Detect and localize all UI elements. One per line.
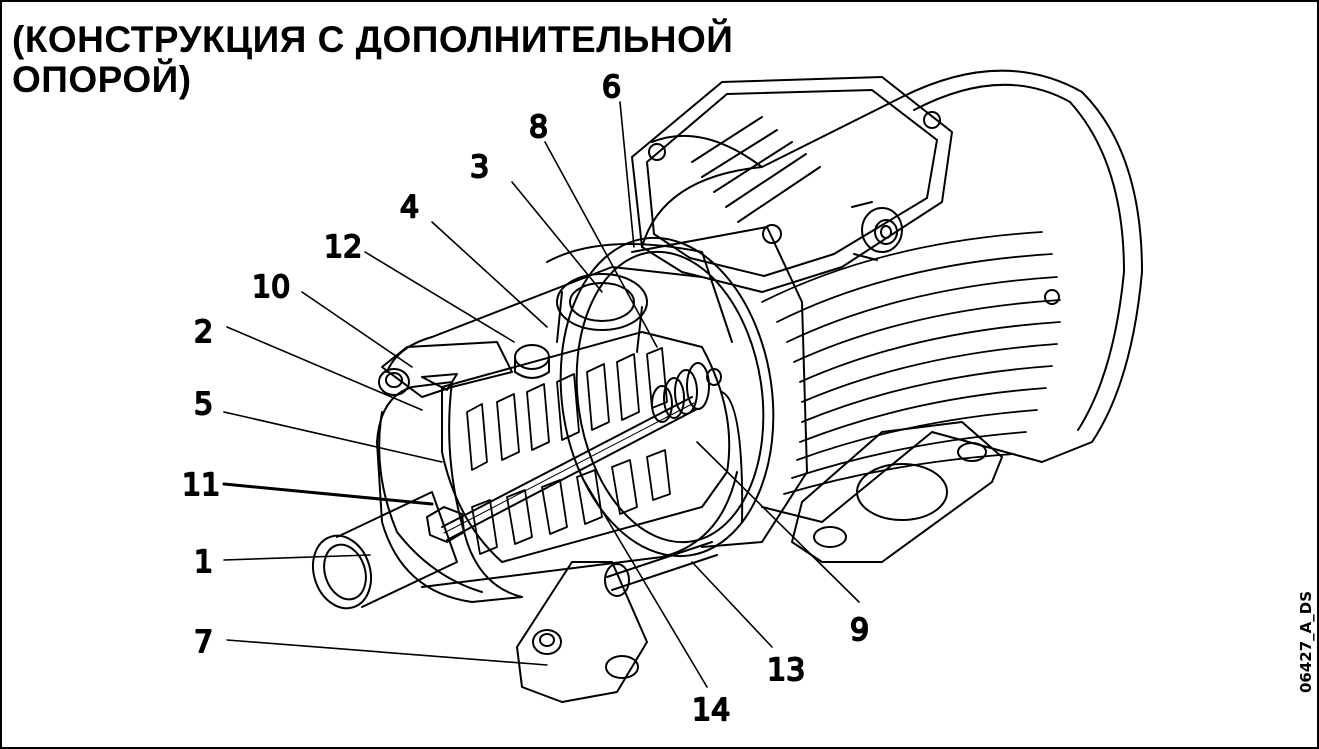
callout-3: 3 <box>470 150 489 185</box>
callout-11: 11 <box>182 468 220 503</box>
lid-screw-icon <box>762 224 782 244</box>
flange-bolt <box>706 368 722 386</box>
motor-foot <box>791 421 1003 563</box>
terminal-box-ribs <box>691 116 821 223</box>
lid-screw-icon <box>648 143 666 161</box>
suction-port <box>312 491 458 610</box>
motor-rear-cowl-inner <box>913 83 1125 431</box>
callout-4: 4 <box>400 190 419 225</box>
pump-housing <box>312 243 738 703</box>
front-cover <box>376 381 523 603</box>
leader-14 <box>581 476 708 688</box>
callout-14: 14 <box>692 693 730 728</box>
front-foot-hole <box>605 655 639 679</box>
mechanical-seal <box>651 362 710 423</box>
diagram-title: (КОНСТРУКЦИЯ С ДОПОЛНИТЕЛЬНОЙ ОПОРОЙ) <box>12 20 733 100</box>
housing-cut-edge <box>441 331 731 563</box>
leader-2 <box>226 326 423 411</box>
leader-13 <box>691 561 773 648</box>
callout-8: 8 <box>529 110 548 145</box>
callout-7: 7 <box>194 625 213 660</box>
drawing-code: 06427_A_DS <box>1297 590 1315 694</box>
callout-numbers: 1 2 3 4 5 6 7 8 9 10 11 12 13 14 <box>181 69 870 729</box>
pump-shaft <box>441 396 698 541</box>
callout-6: 6 <box>602 70 621 105</box>
leader-10 <box>301 291 413 368</box>
lid-screw-icon <box>923 111 941 129</box>
leader-1 <box>223 554 371 561</box>
callout-12: 12 <box>324 230 362 265</box>
bracket-nut <box>378 368 410 396</box>
terminal-box <box>631 76 953 293</box>
leader-7 <box>226 639 548 666</box>
motor <box>631 69 1143 563</box>
title-line-2: ОПОРОЙ) <box>12 59 192 100</box>
title-line-1: (КОНСТРУКЦИЯ С ДОПОЛНИТЕЛЬНОЙ <box>12 19 734 60</box>
callout-10: 10 <box>252 270 290 305</box>
motor-flange <box>559 226 808 558</box>
leader-3 <box>511 181 603 293</box>
leader-6 <box>619 101 635 248</box>
motor-cooling-fins <box>761 231 1061 495</box>
shaft-nut <box>426 506 465 543</box>
leader-4 <box>431 221 548 328</box>
front-bracket <box>381 341 513 398</box>
motor-foot-hole <box>813 526 847 548</box>
diffuser-stages <box>466 347 671 555</box>
vent-plug <box>514 344 550 379</box>
front-foot-nut <box>532 629 562 655</box>
leader-12 <box>364 251 515 343</box>
motor-foot-recess <box>856 463 948 521</box>
motor-rear-cowl <box>901 69 1143 463</box>
tie-rod <box>604 541 718 597</box>
callout-1: 1 <box>194 545 213 580</box>
callout-9: 9 <box>850 613 869 648</box>
callout-5: 5 <box>194 387 213 422</box>
ground-screw-icon <box>1044 289 1060 305</box>
motor-foot-hole <box>957 442 987 462</box>
leader-8 <box>544 141 658 348</box>
callout-2: 2 <box>194 315 213 350</box>
leader-lines <box>222 101 860 688</box>
discharge-port <box>546 243 733 353</box>
leader-11 <box>222 482 434 506</box>
cable-gland <box>851 201 903 261</box>
callout-13: 13 <box>767 653 805 688</box>
leader-5 <box>223 411 443 463</box>
leader-9 <box>696 441 860 603</box>
front-support-foot <box>516 561 648 703</box>
